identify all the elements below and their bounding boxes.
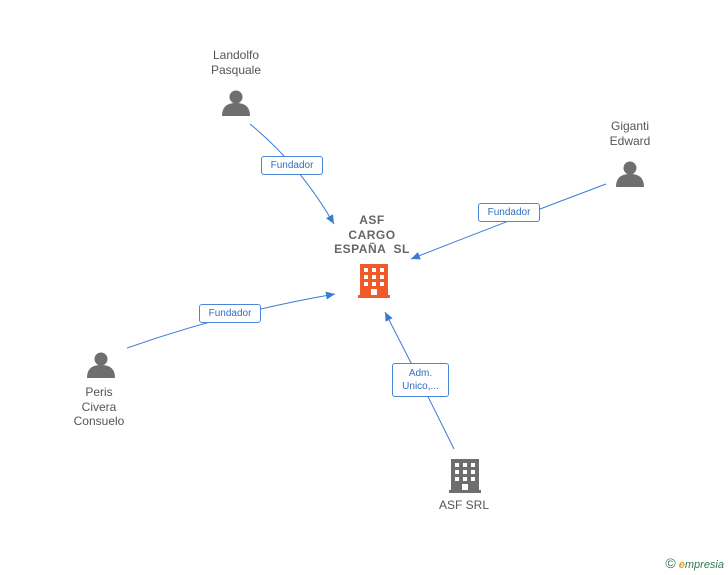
person-icon[interactable] <box>87 352 115 379</box>
center-name-line: CARGO <box>348 227 396 242</box>
empresia-logo[interactable]: © empresia <box>665 555 724 571</box>
copyright-icon: © <box>665 555 676 571</box>
node-label-line: Consuelo <box>73 414 125 428</box>
node-label-line: Edward <box>609 133 651 148</box>
node-label-line: Peris <box>85 385 113 399</box>
edge-label-fundador[interactable]: Fundador <box>478 203 540 222</box>
person-icon[interactable] <box>616 161 644 188</box>
node-label-giganti[interactable]: Giganti Edward <box>588 119 672 148</box>
node-label-line: Giganti <box>610 119 650 133</box>
edge-label-text: Fundador <box>270 160 314 171</box>
building-icon[interactable] <box>449 459 481 493</box>
node-label-line: ASF SRL <box>438 498 489 512</box>
center-name-line: ASF <box>359 213 385 227</box>
node-label-asf-srl[interactable]: ASF SRL <box>422 498 506 513</box>
person-icon[interactable] <box>222 90 250 117</box>
node-label-landolfo[interactable]: Landolfo Pasquale <box>194 48 278 77</box>
center-company-name[interactable]: ASF CARGO ESPAÑA SL <box>322 213 422 257</box>
edge-label-fundador[interactable]: Fundador <box>199 304 261 323</box>
building-icon[interactable] <box>358 264 390 298</box>
node-label-peris[interactable]: Peris Civera Consuelo <box>57 385 141 429</box>
brand-name: mpresia <box>684 559 724 571</box>
center-name-line: ESPAÑA SL <box>334 242 410 256</box>
edge-label-text: Fundador <box>208 308 252 319</box>
node-label-line: Civera <box>81 399 117 414</box>
edge-label-adm-unico[interactable]: Adm. Unico,... <box>392 363 449 397</box>
edge-label-fundador[interactable]: Fundador <box>261 156 323 175</box>
brand-initial: e <box>678 559 685 571</box>
edge-label-text: Unico,... <box>402 381 439 392</box>
edge-label-text: Fundador <box>487 207 531 218</box>
node-label-line: Landolfo <box>212 48 260 62</box>
node-label-line: Pasquale <box>210 62 262 77</box>
edge-label-text: Adm. <box>408 368 433 379</box>
